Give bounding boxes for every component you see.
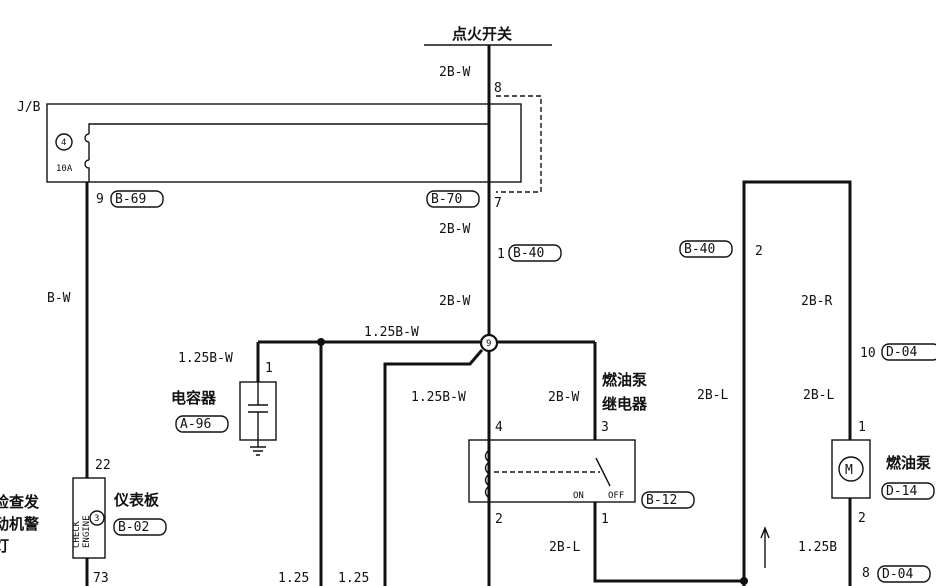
wire-label-bottom-b: 1.25 — [338, 571, 369, 586]
wire-label-pump-feed: 2B-R — [801, 294, 832, 309]
jb-pin-right: 7 — [494, 196, 502, 211]
check-engine-label-line3: 灯 — [0, 537, 9, 555]
wire-label-capacitor: 1.25B-W — [178, 351, 233, 366]
connector-b70: B-70 — [431, 192, 462, 207]
relay-pin-coil-in: 4 — [495, 420, 503, 435]
fuel-pump-loop-wire — [742, 180, 852, 586]
wire-label-splice-left: 1.25B-W — [364, 325, 419, 340]
splice-point — [479, 333, 499, 353]
connector-d04-upper-box — [881, 343, 936, 361]
instrument-pin-bottom: 73 — [93, 571, 109, 586]
connector-d14-box — [881, 482, 935, 500]
jb-pin-left: 9 — [96, 192, 104, 207]
wire-label-b70-down: 2B-W — [439, 222, 470, 237]
fuse-amp: 10A — [56, 164, 73, 174]
relay-contact-arm — [595, 457, 611, 487]
capacitor-pin: 1 — [265, 361, 273, 376]
connector-b12: B-12 — [646, 493, 677, 508]
relay-pin-contact-in: 3 — [601, 420, 609, 435]
instrument-panel-name: 仪表板 — [113, 491, 160, 509]
wire-label-pump-out: 1.25B — [798, 540, 837, 555]
check-engine-label-line1: 检查发 — [0, 493, 40, 511]
d04-upper-pin: 10 — [860, 346, 876, 361]
lamp-number: 3 — [94, 514, 99, 524]
wire-label-bottom-a: 1.25 — [278, 571, 309, 586]
connector-b40-right: B-40 — [684, 242, 715, 257]
relay-name-line1: 燃油泵 — [602, 371, 647, 389]
connector-b02: B-02 — [118, 520, 149, 535]
connector-d04-lower-box — [877, 565, 931, 583]
connector-d04-upper: D-04 — [886, 345, 917, 360]
connector-b69: B-69 — [115, 192, 146, 207]
wire-label-instrument-feed: B-W — [47, 291, 71, 306]
relay-pin-coil-out: 2 — [495, 512, 503, 527]
connector-a96-box — [175, 415, 229, 433]
d04-lower-pin: 8 — [862, 566, 870, 581]
fuel-pump-name: 燃油泵 — [886, 454, 931, 472]
lamp-text-check: CHECK — [72, 520, 82, 548]
relay-output-wire — [593, 502, 744, 583]
connector-b40-right-box — [679, 240, 733, 258]
check-engine-label-line2: 动机警 — [0, 515, 39, 533]
wire-label-ign-feed: 2B-W — [439, 65, 470, 80]
relay-state-off: OFF — [608, 491, 624, 501]
ignition-switch-label: 点火开关 — [452, 25, 512, 43]
jb-pin-top: 8 — [494, 81, 502, 96]
connector-b40-left-box — [508, 244, 562, 262]
fuel-pump-motor-circle — [838, 456, 864, 482]
fuse-number: 4 — [61, 138, 66, 148]
pump-pin-top: 1 — [858, 420, 866, 435]
relay-coil-symbol — [484, 449, 491, 499]
connector-d14: D-14 — [886, 484, 917, 499]
connector-b12-box — [641, 491, 695, 509]
fuel-pump-motor-symbol: M — [845, 463, 853, 478]
current-arrow — [760, 526, 770, 568]
splice-mark: 9 — [486, 339, 491, 349]
wire-label-relay-contact: 2B-W — [548, 390, 579, 405]
fuse-internal-link — [84, 123, 489, 182]
b40-pin-left: 1 — [497, 247, 505, 262]
lamp-text-engine: ENGINE — [82, 515, 92, 548]
capacitor-symbol — [248, 382, 268, 456]
relay-name-line2: 继电器 — [602, 395, 648, 413]
wire-label-pump-in: 2B-L — [803, 388, 834, 403]
connector-a96: A-96 — [180, 417, 211, 432]
connector-b02-box — [113, 518, 167, 536]
junction-block — [46, 103, 522, 183]
connector-d04-lower: D-04 — [882, 567, 913, 582]
b40-pin-right: 2 — [755, 244, 763, 259]
fuse-number-circle — [55, 133, 73, 151]
wire-label-relay-coil: 1.25B-W — [411, 390, 466, 405]
instrument-pin-top: 22 — [95, 458, 111, 473]
connector-b40-left: B-40 — [513, 246, 544, 261]
branch-wire-b — [383, 349, 484, 586]
relay-state-on: ON — [573, 491, 584, 501]
relay-box — [468, 439, 636, 503]
capacitor-name: 电容器 — [171, 389, 217, 407]
pump-pin-bottom: 2 — [858, 511, 866, 526]
wire-label-relay-out: 2B-L — [549, 540, 580, 555]
relay-pin-contact-out: 1 — [601, 512, 609, 527]
jb-dashed-bypass — [496, 95, 542, 193]
connector-b69-box — [110, 190, 164, 208]
lamp-bulb-icon — [89, 510, 105, 526]
jb-label: J/B — [17, 100, 41, 115]
connector-b70-box — [426, 190, 480, 208]
wire-label-to-splice: 2B-W — [439, 294, 470, 309]
wire-label-pump-loop: 2B-L — [697, 388, 728, 403]
